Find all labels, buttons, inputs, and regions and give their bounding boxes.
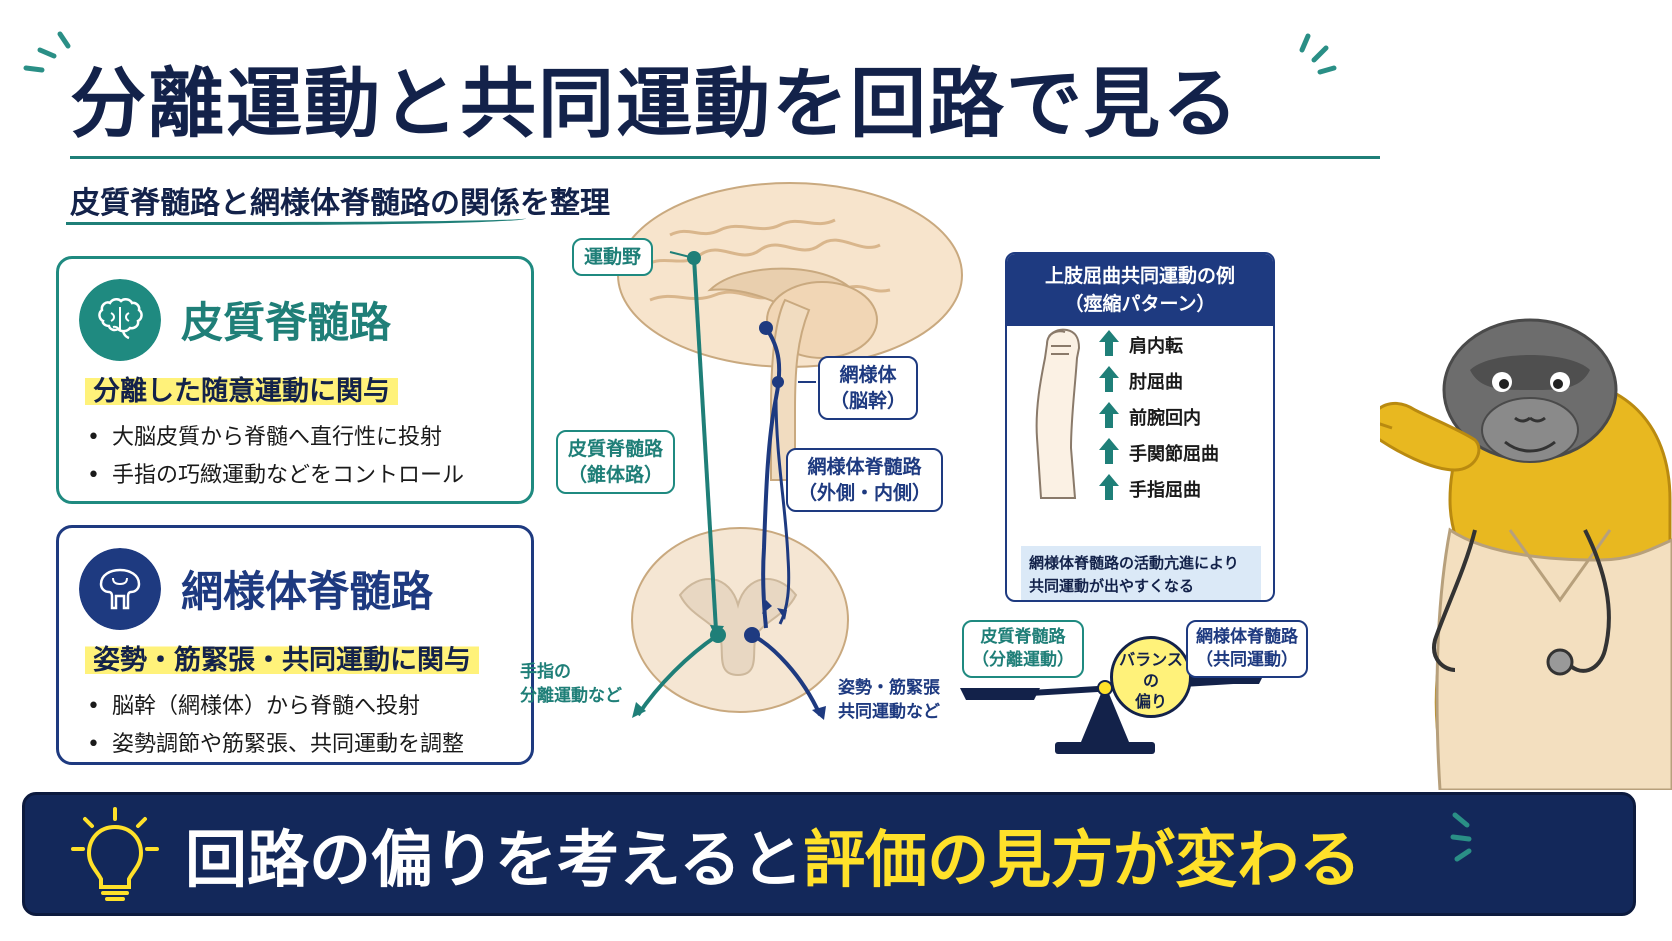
motor-area-label: 運動野 — [572, 238, 654, 276]
balance-center-badge: バランスの 偏り — [1110, 636, 1192, 718]
list-item: 姿勢調節や筋緊張、共同運動を調整 — [87, 726, 464, 764]
arrow-up-icon — [1099, 438, 1119, 464]
corticospinal-title: 皮質脊髄路 — [181, 298, 392, 347]
title-divider — [70, 156, 1380, 159]
out-left-line1: 手指の — [520, 662, 571, 682]
example-item: 肘屈曲 — [1129, 372, 1183, 393]
example-title-line1: 上肢屈曲共同運動の例 — [1044, 265, 1235, 287]
reticulospinal-title: 網様体脊髄路 — [181, 567, 434, 616]
brain-icon — [79, 279, 161, 361]
corticospinal-highlight: 分離した随意運動に関与 — [85, 367, 398, 410]
out-arrow-left — [636, 633, 720, 717]
balance-center-line2: 偏り — [1134, 692, 1167, 711]
example-title-line2: （痙縮パターン） — [1064, 293, 1216, 315]
reticular-formation-label: 網様体 （脳幹） — [818, 356, 919, 420]
arrow-up-icon — [1099, 402, 1119, 428]
balance-right-line2: （共同運動） — [1196, 650, 1298, 670]
list-item: 手指の巧緻運動などをコントロール — [87, 457, 464, 495]
reticulospinal-bullets: 脳幹（網様体）から脊髄へ投射 姿勢調節や筋緊張、共同運動を調整 — [87, 688, 464, 764]
rf-label-line2: （脳幹） — [830, 390, 907, 412]
example-note: 網様体脊髄路の活動亢進により 共同運動が出やすくなる — [1021, 546, 1261, 600]
list-item: 脳幹（網様体）から脊髄へ投射 — [87, 688, 464, 726]
example-header: 上肢屈曲共同運動の例 （痙縮パターン） — [1007, 254, 1273, 326]
out-arrow-right — [751, 633, 822, 716]
output-left-annotation: 手指の 分離運動など — [520, 660, 622, 708]
flexed-arm-illustration — [1035, 328, 1081, 499]
balance-left-line1: 皮質脊髄路 — [980, 627, 1066, 647]
flexion-synergy-example-box: 上肢屈曲共同運動の例 （痙縮パターン） 肩内転 肘屈曲 前腕回内 手関節屈曲 手… — [1005, 252, 1275, 602]
example-note-line2: 共同運動が出やすくなる — [1029, 577, 1195, 595]
balance-right-line1: 網様体脊髄路 — [1196, 627, 1298, 647]
reticulospinal-tract-label: 網様体脊髄路 （外側・内側） — [786, 448, 944, 512]
subtitle-underline — [66, 214, 526, 225]
arrow-up-icon — [1099, 474, 1119, 500]
rf-label-line1: 網様体 — [839, 364, 897, 386]
reticulospinal-highlight: 姿勢・筋緊張・共同運動に関与 — [85, 636, 479, 679]
corticospinal-tract-label: 皮質脊髄路 （錐体路） — [556, 430, 676, 494]
cst-label-line1: 皮質脊髄路 — [568, 438, 664, 460]
neural-pathway-diagram — [617, 182, 963, 720]
gorilla-doctor-mascot — [1380, 318, 1672, 790]
example-item: 手指屈曲 — [1129, 480, 1201, 501]
example-item: 肩内転 — [1129, 336, 1183, 357]
out-left-line2: 分離運動など — [520, 686, 622, 706]
lightbulb-icon — [71, 807, 159, 901]
list-item: 大脳皮質から脊髄へ直行性に投射 — [87, 419, 464, 457]
corticospinal-tract-line — [692, 257, 718, 631]
balance-scale-illustration — [960, 672, 1265, 754]
out-right-line1: 姿勢・筋緊張 — [838, 678, 940, 698]
page-title: 分離運動と共同運動を回路で見る — [70, 59, 1240, 148]
balance-left-line2: （分離運動） — [972, 650, 1074, 670]
cst-label-line2: （錐体路） — [568, 464, 664, 486]
example-item: 手関節屈曲 — [1129, 444, 1219, 465]
arrow-up-icon — [1099, 366, 1119, 392]
rst-label-line2: （外側・内側） — [798, 482, 932, 504]
balance-right-label: 網様体脊髄路 （共同運動） — [1186, 620, 1308, 678]
rst-label-line1: 網様体脊髄路 — [807, 456, 922, 478]
accent-marks-right — [1299, 33, 1337, 75]
balance-left-label: 皮質脊髄路 （分離運動） — [962, 620, 1084, 678]
balance-center-line1: バランスの — [1119, 650, 1183, 690]
accent-marks-left — [23, 31, 71, 73]
reticulospinal-tract-line — [761, 326, 782, 629]
accent-marks-banner — [1450, 812, 1472, 862]
example-item: 前腕回内 — [1129, 408, 1201, 429]
brainstem-icon — [79, 548, 161, 630]
corticospinal-card: 皮質脊髄路 分離した随意運動に関与 大脳皮質から脊髄へ直行性に投射 手指の巧緻運… — [56, 256, 534, 504]
reticulospinal-card: 網様体脊髄路 姿勢・筋緊張・共同運動に関与 脳幹（網様体）から脊髄へ投射 姿勢調… — [56, 525, 534, 765]
arrow-up-icon — [1099, 330, 1119, 356]
bottom-message: 回路の偏りを考えると評価の見方が変わる — [185, 809, 1361, 899]
example-note-line1: 網様体脊髄路の活動亢進により — [1029, 554, 1239, 572]
output-right-annotation: 姿勢・筋緊張 共同運動など — [838, 676, 940, 724]
bottom-message-part2: 評価の見方が変わる — [803, 823, 1362, 896]
brain-illustration — [617, 182, 963, 481]
motor-area-text: 運動野 — [584, 246, 642, 268]
bottom-banner: 回路の偏りを考えると評価の見方が変わる — [22, 792, 1636, 916]
out-right-line2: 共同運動など — [838, 702, 940, 722]
corticospinal-bullets: 大脳皮質から脊髄へ直行性に投射 手指の巧緻運動などをコントロール — [87, 419, 464, 495]
bottom-message-part1: 回路の偏りを考えると — [185, 823, 804, 896]
